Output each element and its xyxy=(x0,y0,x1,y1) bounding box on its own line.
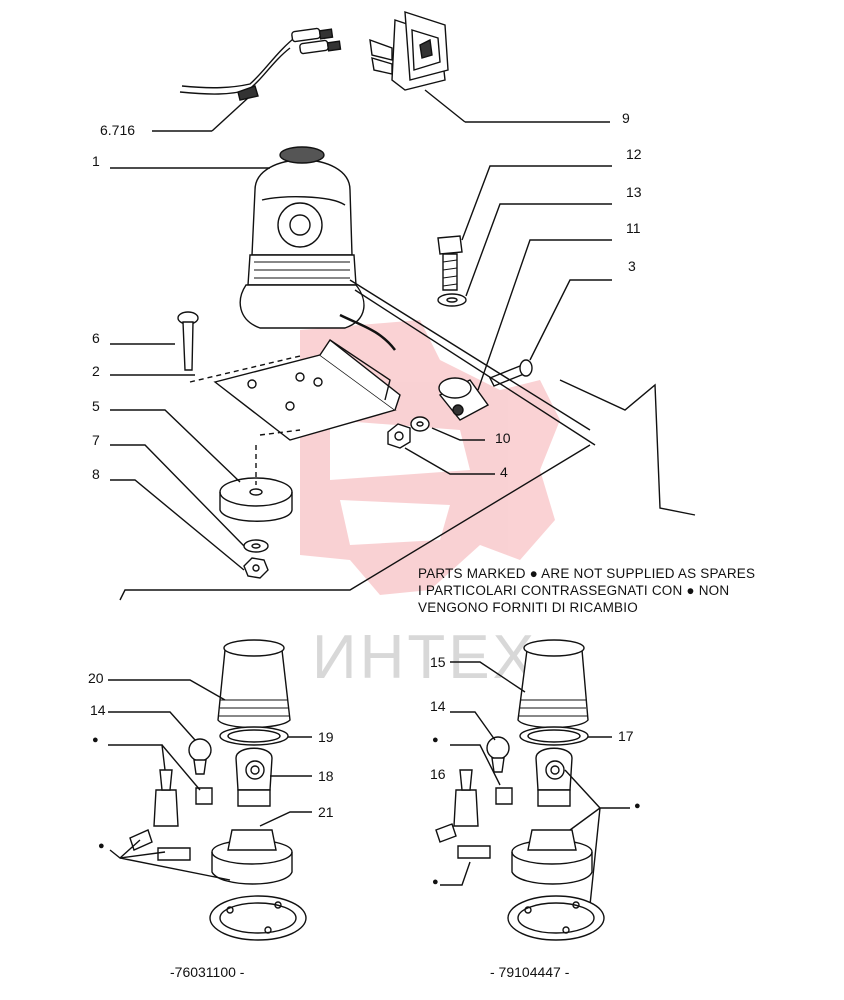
label-1: 1 xyxy=(92,153,100,169)
label-3: 3 xyxy=(628,258,636,274)
label-20: 20 xyxy=(88,670,104,686)
note-line-3: VENGONO FORNITI DI RICAMBIO xyxy=(418,600,638,615)
watermark-text: ИНТЕХ xyxy=(312,623,537,692)
cable-harness xyxy=(179,27,342,101)
left-bulb xyxy=(188,738,212,775)
rubber-pad xyxy=(219,445,293,522)
label-12: 12 xyxy=(626,146,642,162)
left-base xyxy=(211,829,293,885)
label-7: 7 xyxy=(92,432,100,448)
label-2: 2 xyxy=(92,363,100,379)
bolt-washer xyxy=(437,235,467,307)
right-base xyxy=(511,829,593,885)
right-reflector xyxy=(535,747,573,807)
right-gasket-ring xyxy=(507,895,605,941)
left-lens-dome xyxy=(217,639,291,746)
label-9: 9 xyxy=(622,110,630,126)
label-4: 4 xyxy=(500,464,508,480)
label-6: 6 xyxy=(92,330,100,346)
bullet-left-2: ● xyxy=(98,840,105,852)
label-11: 11 xyxy=(626,220,641,236)
label-10: 10 xyxy=(495,430,511,446)
rubber-block xyxy=(438,377,490,421)
left-gasket-ring xyxy=(209,895,307,941)
note-line-2: I PARTICOLARI CONTRASSEGNATI CON ● NON xyxy=(418,583,730,598)
label-14-right: 14 xyxy=(430,698,446,714)
part-code-left: -76031100 - xyxy=(170,964,245,980)
label-5: 5 xyxy=(92,398,100,414)
hex-nut xyxy=(243,557,269,579)
rocker-switch xyxy=(369,11,449,91)
left-reflector xyxy=(235,747,273,807)
note-line-1: PARTS MARKED ● ARE NOT SUPPLIED AS SPARE… xyxy=(418,566,756,581)
label-21: 21 xyxy=(318,804,334,820)
label-17: 17 xyxy=(618,728,634,744)
label-16: 16 xyxy=(430,766,446,782)
nut-washer xyxy=(387,416,430,449)
part-code-right: - 79104447 - xyxy=(490,964,570,980)
label-19: 19 xyxy=(318,729,334,745)
screw-3 xyxy=(489,359,533,387)
bullet-left-1: ● xyxy=(92,734,99,746)
label-14-left: 14 xyxy=(90,702,106,718)
right-bulb xyxy=(486,736,510,773)
screw-6 xyxy=(177,311,199,371)
label-13: 13 xyxy=(626,184,642,200)
lock-washer xyxy=(243,539,269,553)
bullet-right-2: ● xyxy=(634,800,641,812)
label-8: 8 xyxy=(92,466,100,482)
label-6716: 6.716 xyxy=(100,122,136,138)
label-18: 18 xyxy=(318,768,334,784)
right-motor xyxy=(435,769,513,859)
beacon-lamp xyxy=(239,146,396,351)
bullet-right-1: ● xyxy=(432,734,439,746)
mounting-bracket xyxy=(189,338,401,441)
bullet-right-3: ● xyxy=(432,876,439,888)
left-motor xyxy=(129,769,213,861)
label-15: 15 xyxy=(430,654,446,670)
right-lens-dome xyxy=(517,639,589,746)
